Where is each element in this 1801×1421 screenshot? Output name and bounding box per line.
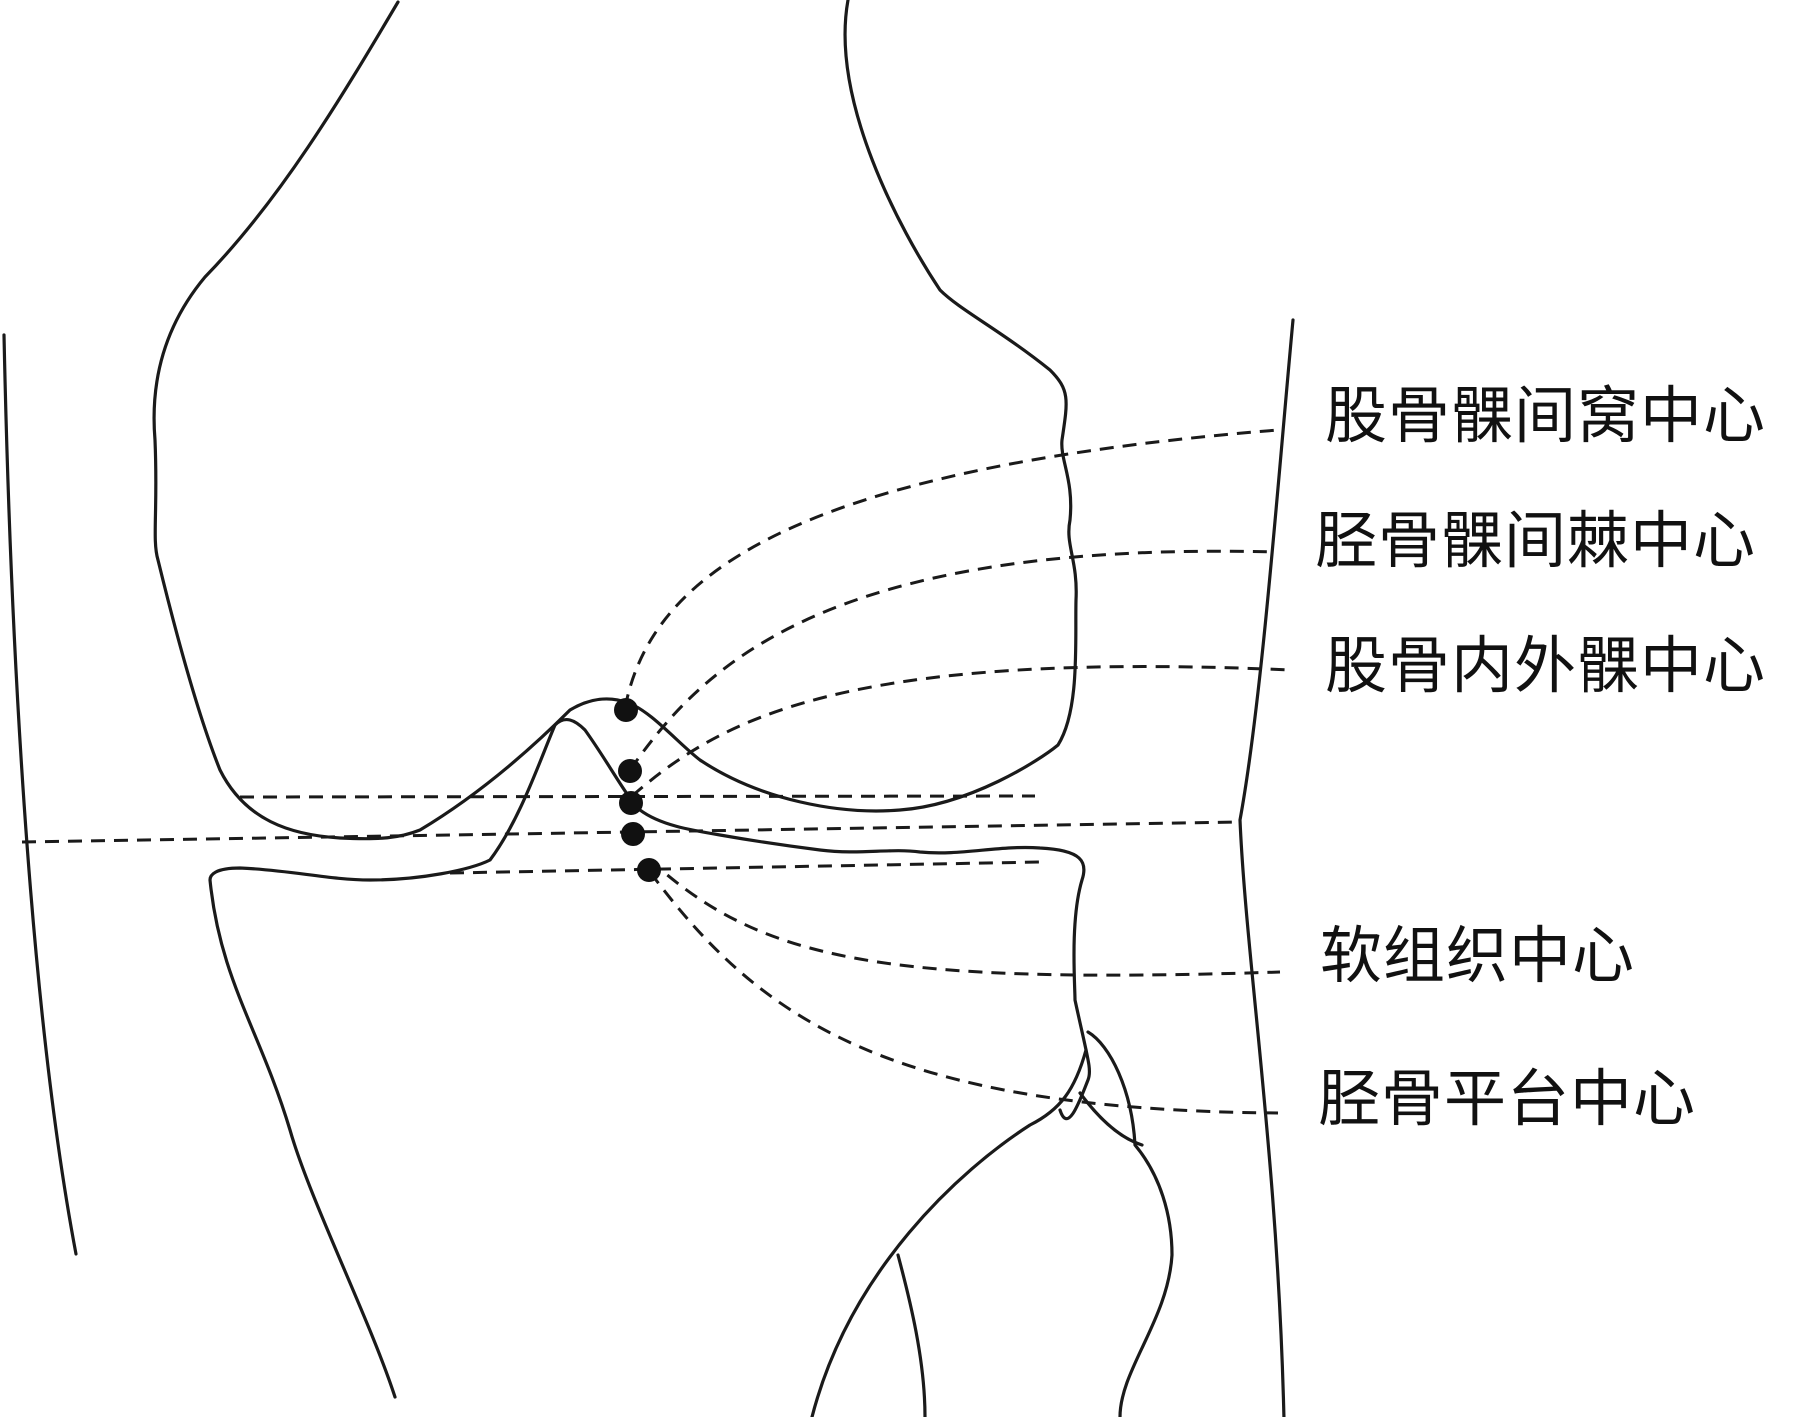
leader-femoral-notch [623, 428, 1279, 709]
fibula-outline [1086, 1030, 1174, 1419]
label-tibial-spine-center: 胫骨髁间棘中心 [1315, 504, 1757, 577]
tibia-outline [208, 717, 1092, 1399]
fibula-head-inner [1078, 1091, 1144, 1147]
tibia-shaft-inner [896, 1253, 927, 1419]
femur-outline [152, 0, 1078, 841]
leader-tibial-plateau [648, 871, 1279, 1115]
leader-femoral-condyles [631, 665, 1291, 798]
label-soft-tissue-center: 软组织中心 [1320, 919, 1636, 992]
leader-tibial-spine [628, 549, 1276, 771]
leader-soft-tissue [648, 858, 1281, 977]
soft-tissue-right-outline [1238, 318, 1295, 1421]
leader-tibia-horizontal [449, 860, 1041, 875]
point-soft-tissue [621, 822, 645, 846]
label-femoral-condyles-center: 股骨内外髁中心 [1325, 629, 1767, 702]
point-tibial-plateau [637, 858, 661, 882]
soft-tissue-left-outline [2, 333, 78, 1256]
label-tibial-plateau-center: 胫骨平台中心 [1318, 1062, 1697, 1135]
point-femoral-notch [614, 698, 638, 722]
label-femoral-notch-center: 股骨髁间窝中心 [1325, 379, 1767, 452]
point-femoral-condyles [619, 791, 643, 815]
tibia-shaft-right [810, 1048, 1088, 1419]
point-tibial-spine [618, 759, 642, 783]
